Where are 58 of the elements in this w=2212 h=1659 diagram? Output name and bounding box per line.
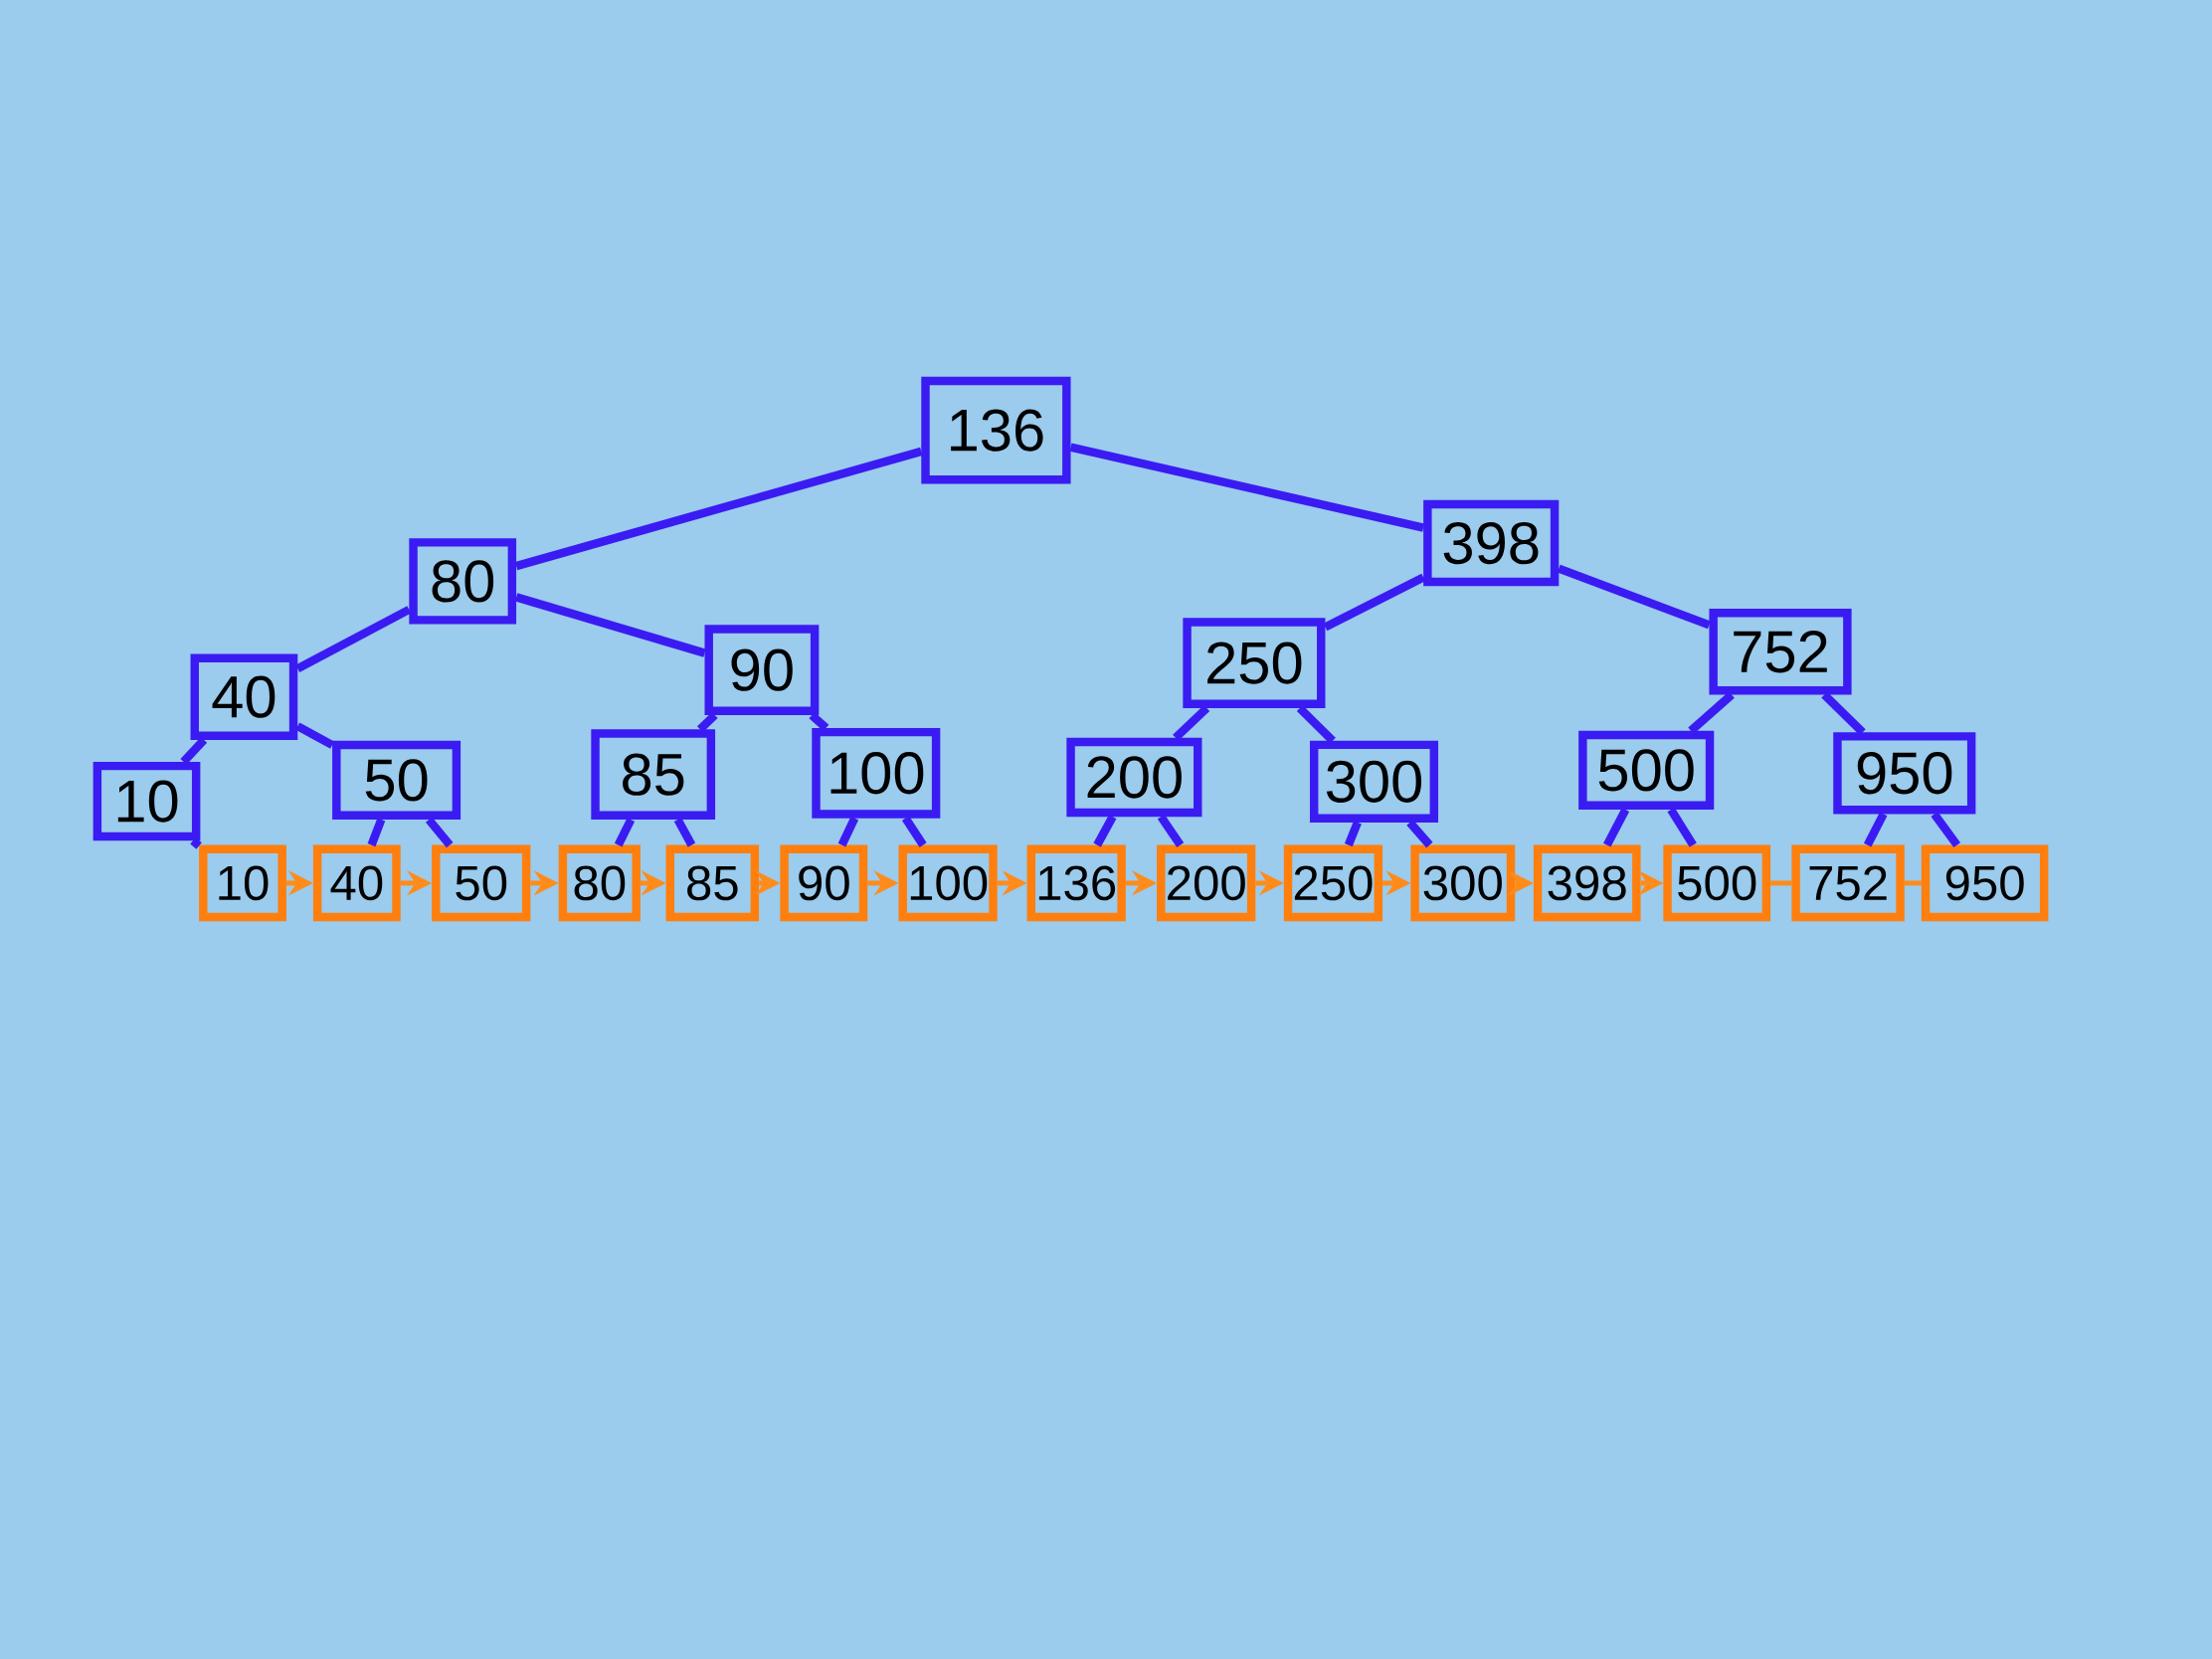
tree-node-box: 500 bbox=[1578, 730, 1715, 811]
connector-line bbox=[1157, 814, 1185, 847]
connector-line bbox=[1093, 815, 1117, 847]
tree-node-box: 398 bbox=[1423, 499, 1560, 587]
tree-node-box: 300 bbox=[1310, 740, 1438, 823]
leaf-node-box: 752 bbox=[1791, 844, 1905, 922]
connector-line bbox=[1863, 812, 1888, 847]
tree-node-box: 40 bbox=[190, 653, 298, 740]
leaf-node-box: 85 bbox=[665, 844, 760, 922]
tree-node-box: 200 bbox=[1066, 737, 1202, 818]
tree-node-box: 90 bbox=[704, 625, 820, 716]
leaf-node-box: 80 bbox=[558, 844, 641, 922]
connector-line bbox=[1557, 564, 1711, 630]
connector-line bbox=[1931, 811, 1961, 848]
connector-line bbox=[180, 737, 208, 765]
tree-node-box: 136 bbox=[921, 376, 1071, 484]
connector-line bbox=[514, 447, 923, 571]
tree-node-box: 100 bbox=[812, 727, 941, 819]
leaf-node-box: 40 bbox=[312, 844, 401, 922]
connector-line bbox=[1770, 880, 1792, 886]
connector-line bbox=[696, 712, 718, 733]
tree-node-box: 752 bbox=[1709, 609, 1852, 695]
connector-line bbox=[614, 818, 636, 847]
leaf-node-box: 950 bbox=[1921, 844, 2049, 922]
leaf-node-box: 300 bbox=[1410, 844, 1516, 922]
tree-node-box: 950 bbox=[1833, 732, 1976, 815]
tree-node-box: 50 bbox=[332, 740, 461, 821]
leaf-node-box: 136 bbox=[1026, 844, 1126, 922]
connector-line bbox=[367, 818, 386, 847]
connector-line bbox=[1323, 573, 1426, 632]
connector-line bbox=[295, 722, 335, 749]
leaf-node-box: 90 bbox=[780, 844, 868, 922]
connector-line bbox=[1688, 691, 1735, 734]
leaf-node-box: 50 bbox=[432, 844, 531, 922]
tree-node-box: 250 bbox=[1183, 618, 1326, 708]
connector-line bbox=[1821, 691, 1866, 736]
connector-line bbox=[1904, 880, 1922, 886]
leaf-node-box: 398 bbox=[1533, 844, 1641, 922]
leaf-node-box: 100 bbox=[898, 844, 998, 922]
tree-node-box: 80 bbox=[409, 538, 517, 625]
connector-line bbox=[514, 593, 706, 657]
connector-line bbox=[425, 817, 454, 848]
connector-line bbox=[1603, 808, 1630, 847]
tree-node-box: 10 bbox=[92, 761, 201, 841]
connector-line bbox=[1069, 443, 1425, 532]
connector-line bbox=[901, 816, 927, 847]
connector-line bbox=[673, 818, 696, 847]
connector-line bbox=[1667, 807, 1697, 847]
leaf-node-box: 250 bbox=[1283, 844, 1383, 922]
leaf-node-box: 10 bbox=[199, 844, 286, 922]
connector-line bbox=[190, 837, 202, 849]
connector-line bbox=[295, 606, 412, 672]
leaf-node-box: 200 bbox=[1157, 844, 1256, 922]
connector-line bbox=[837, 816, 859, 847]
connector-line bbox=[1344, 821, 1362, 847]
connector-line bbox=[1406, 820, 1433, 848]
tree-node-box: 85 bbox=[591, 729, 716, 821]
leaf-node-box: 500 bbox=[1663, 844, 1771, 922]
